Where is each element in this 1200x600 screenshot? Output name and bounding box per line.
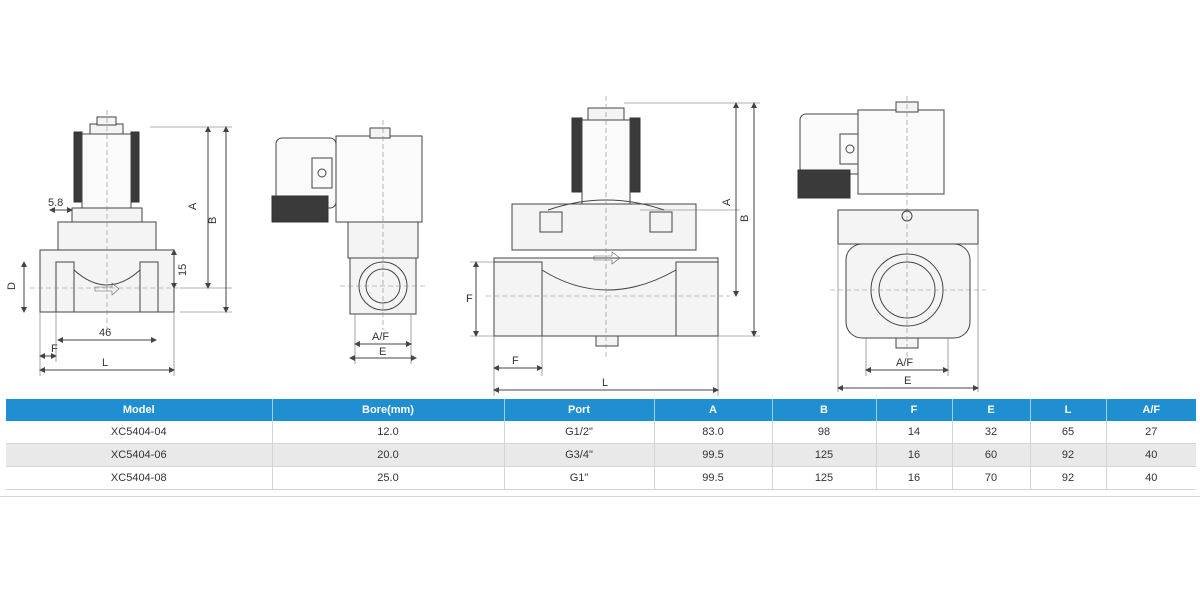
- small-valve-side-view: A/F E: [271, 120, 426, 364]
- cell-l: 65: [1030, 421, 1107, 444]
- label-5-8: 5.8: [48, 197, 63, 209]
- table-header-row: Model Bore(mm) Port A B F E L A/F: [6, 399, 1196, 421]
- cell-a: 99.5: [654, 443, 773, 467]
- label-af: A/F: [372, 331, 389, 343]
- cell-a: 99.5: [654, 466, 773, 490]
- cell-port: G1/2": [504, 421, 655, 444]
- cell-af: 40: [1106, 443, 1196, 467]
- header-l: L: [1030, 399, 1107, 421]
- label-b: B: [207, 217, 219, 224]
- specification-table: Model Bore(mm) Port A B F E L A/F XC5404…: [6, 399, 1196, 490]
- cell-f: 14: [876, 421, 953, 444]
- cell-port: G3/4": [504, 443, 655, 467]
- cell-b: 125: [772, 466, 877, 490]
- label-af: A/F: [896, 357, 913, 369]
- header-b: B: [772, 399, 877, 421]
- cell-l: 92: [1030, 466, 1107, 490]
- label-46: 46: [99, 327, 111, 339]
- label-d: D: [6, 282, 18, 290]
- header-af: A/F: [1106, 399, 1196, 421]
- label-f-side: F: [466, 293, 473, 305]
- header-bore: Bore(mm): [272, 399, 505, 421]
- cell-model: XC5404-06: [6, 443, 273, 467]
- cell-bore: 25.0: [272, 466, 505, 490]
- cell-model: XC5404-08: [6, 466, 273, 490]
- cell-model: XC5404-04: [6, 421, 273, 444]
- cell-l: 92: [1030, 443, 1107, 467]
- cell-bore: 20.0: [272, 443, 505, 467]
- label-b: B: [739, 215, 751, 222]
- cell-af: 27: [1106, 421, 1196, 444]
- large-valve-front-view: A B F F L: [466, 96, 760, 396]
- label-a: A: [721, 198, 733, 206]
- small-valve-front-view: A B 15 D 5.8 46 F L: [6, 110, 232, 376]
- label-f-bottom: F: [512, 355, 519, 367]
- label-f: F: [51, 343, 58, 355]
- large-valve-side-view: A/F E: [797, 96, 986, 392]
- header-port: Port: [504, 399, 655, 421]
- label-15: 15: [177, 264, 189, 276]
- cell-a: 83.0: [654, 421, 773, 444]
- cell-af: 40: [1106, 466, 1196, 490]
- label-l: L: [602, 377, 608, 389]
- label-e: E: [904, 375, 911, 387]
- header-a: A: [654, 399, 773, 421]
- cell-b: 98: [772, 421, 877, 444]
- table-row: XC5404-04 12.0 G1/2" 83.0 98 14 32 65 27: [6, 421, 1196, 444]
- label-e: E: [379, 346, 386, 358]
- label-l: L: [102, 357, 108, 369]
- cell-e: 60: [952, 443, 1031, 467]
- cell-f: 16: [876, 466, 953, 490]
- table-row: XC5404-08 25.0 G1" 99.5 125 16 70 92 40: [6, 466, 1196, 490]
- cell-bore: 12.0: [272, 421, 505, 444]
- label-a: A: [187, 202, 199, 210]
- technical-drawings: A B 15 D 5.8 46 F L A/F E: [6, 96, 986, 396]
- header-f: F: [876, 399, 953, 421]
- cell-e: 70: [952, 466, 1031, 490]
- cell-port: G1": [504, 466, 655, 490]
- header-e: E: [952, 399, 1031, 421]
- table-row: XC5404-06 20.0 G3/4" 99.5 125 16 60 92 4…: [6, 443, 1196, 467]
- header-model: Model: [6, 399, 273, 421]
- bottom-divider: [0, 496, 1200, 497]
- cell-f: 16: [876, 443, 953, 467]
- cell-b: 125: [772, 443, 877, 467]
- cell-e: 32: [952, 421, 1031, 444]
